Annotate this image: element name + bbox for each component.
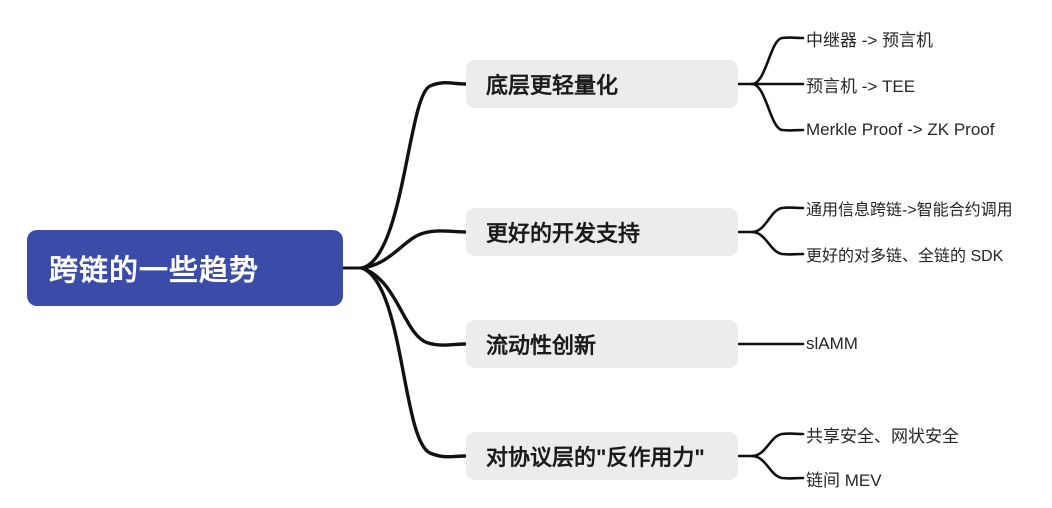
root-node-label: 跨链的一些趋势	[49, 255, 260, 287]
leaf-node-4-1-label: 共享安全、网状安全	[806, 426, 959, 446]
leaf-node-1-2[interactable]: 预言机 -> TEE	[806, 70, 915, 98]
link-root-branch-4	[360, 266, 468, 459]
link-branch-4-child-2	[750, 454, 805, 480]
leaf-node-2-1[interactable]: 通用信息跨链->智能合约调用	[806, 195, 1013, 221]
leaf-node-4-2-label: 链间 MEV	[806, 470, 882, 490]
leaf-node-1-1[interactable]: 中继器 -> 预言机	[806, 24, 933, 52]
branch-node-3-label: 流动性创新	[486, 333, 597, 358]
link-root-branch-1	[360, 81, 468, 270]
leaf-node-3-1[interactable]: slAMM	[806, 330, 858, 358]
branch-node-4-label: 对协议层的"反作用力"	[486, 445, 705, 470]
link-branch-1-child-3	[750, 82, 805, 132]
branch-node-2[interactable]: 更好的开发支持	[466, 208, 738, 256]
leaf-node-3-1-label: slAMM	[806, 334, 858, 353]
branch-node-4[interactable]: 对协议层的"反作用力"	[466, 432, 738, 480]
link-branch-1-child-1	[750, 36, 805, 86]
branch-node-1[interactable]: 底层更轻量化	[466, 60, 738, 108]
link-branch-2-child-2	[750, 230, 805, 256]
link-root-branch-3	[360, 266, 468, 347]
leaf-node-4-2[interactable]: 链间 MEV	[806, 464, 882, 492]
branch-node-1-label: 底层更轻量化	[486, 73, 619, 98]
branch-node-2-label: 更好的开发支持	[486, 221, 641, 246]
root-node[interactable]: 跨链的一些趋势	[27, 230, 343, 306]
leaf-node-1-3-label: Merkle Proof -> ZK Proof	[806, 120, 995, 139]
leaf-node-2-2[interactable]: 更好的对多链、全链的 SDK	[806, 241, 1003, 267]
leaf-node-1-1-label: 中继器 -> 预言机	[806, 30, 934, 50]
link-branch-2-child-1	[750, 206, 805, 234]
branch-node-3[interactable]: 流动性创新	[466, 320, 738, 368]
leaf-node-4-1[interactable]: 共享安全、网状安全	[806, 420, 959, 448]
link-branch-4-child-1	[750, 432, 805, 458]
leaf-node-1-3[interactable]: Merkle Proof -> ZK Proof	[806, 116, 994, 144]
link-root-branch-2	[360, 229, 468, 270]
leaf-node-2-2-label: 更好的对多链、全链的 SDK	[806, 248, 1004, 265]
leaf-node-2-1-label: 通用信息跨链->智能合约调用	[806, 202, 1013, 219]
leaf-node-1-2-label: 预言机 -> TEE	[806, 76, 916, 96]
